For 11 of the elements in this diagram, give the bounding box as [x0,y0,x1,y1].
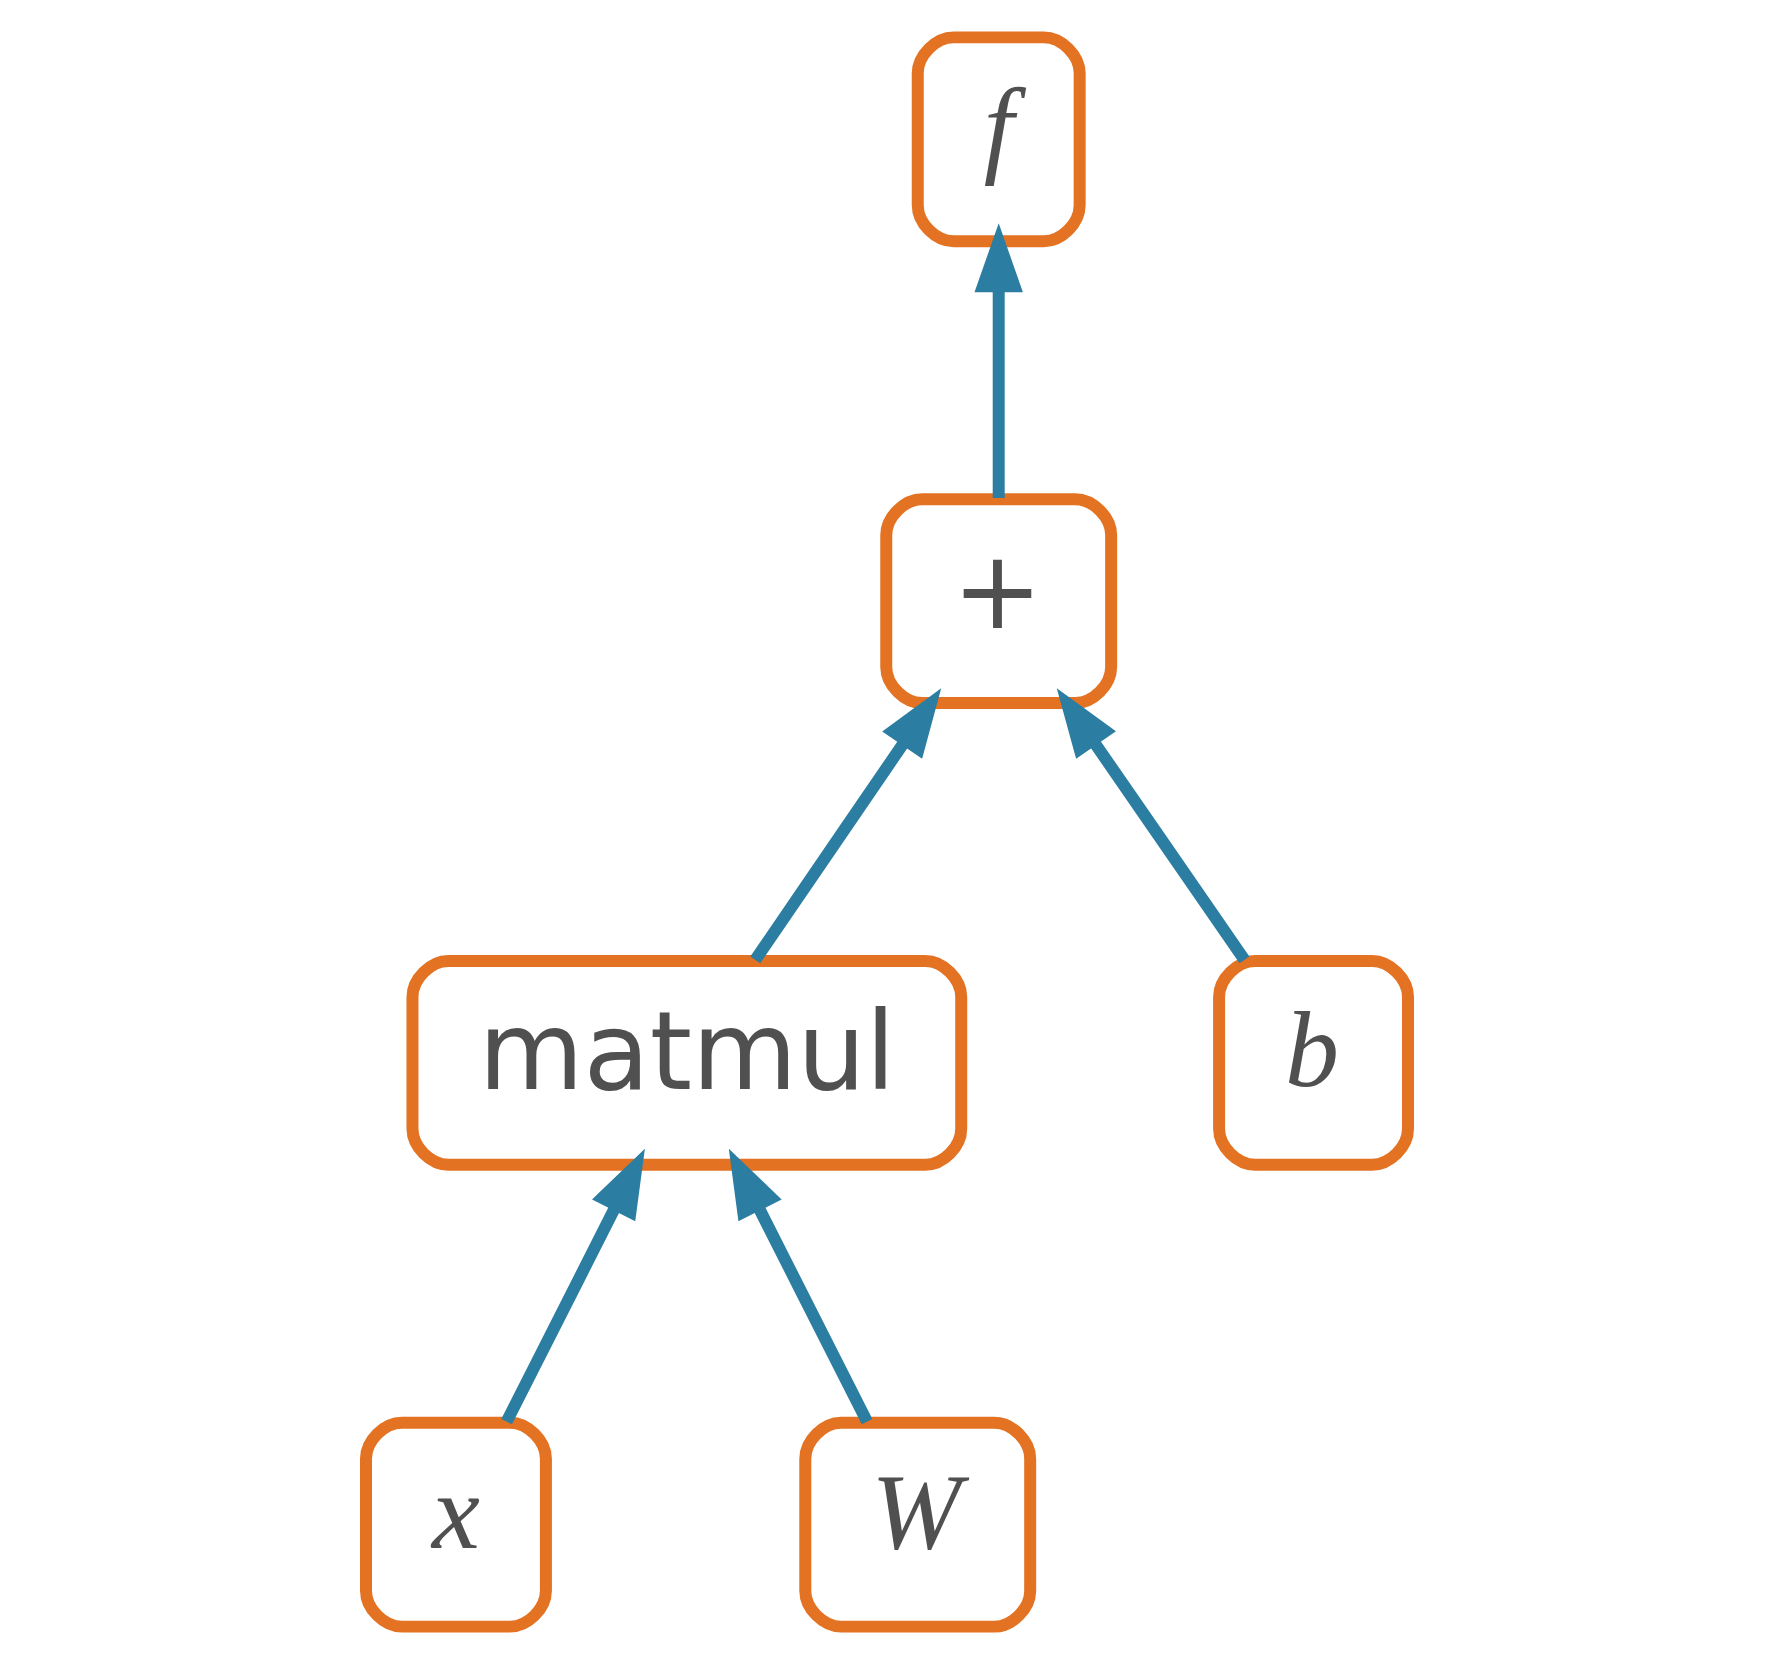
node-box: + [879,493,1117,710]
node-box: matmul [405,954,967,1171]
node-box: x [359,1416,552,1633]
arrow [728,1148,872,1425]
arrow [500,1148,645,1425]
arrow [1056,688,1249,964]
node-box: b [1212,954,1414,1171]
arrow [749,688,941,964]
node-box: W [798,1416,1036,1633]
node-box: f [911,31,1086,248]
arrow [974,223,1023,499]
